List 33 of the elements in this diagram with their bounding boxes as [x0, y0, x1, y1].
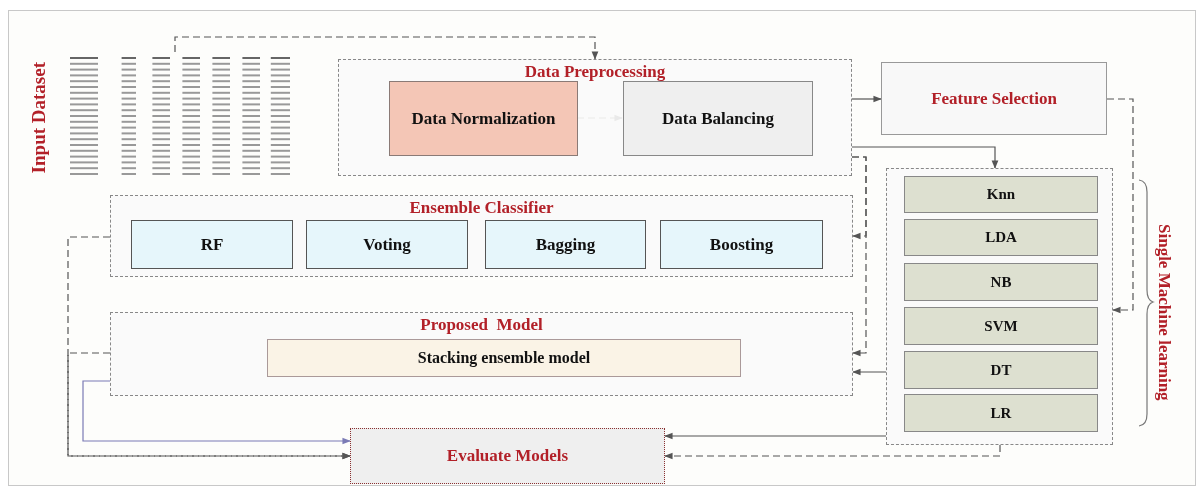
arrow — [664, 432, 887, 440]
classifier-box: LR — [904, 394, 1098, 432]
section-title: Input Dataset — [28, 62, 50, 174]
classifier-box: Boosting — [660, 220, 823, 269]
group-title: Proposed Model — [420, 315, 543, 335]
arrow — [851, 146, 999, 169]
classifier-box: RF — [131, 220, 293, 269]
classifier-box: SVM — [904, 307, 1098, 345]
classifier-box: Voting — [306, 220, 468, 269]
group-title: Data Preprocessing — [524, 62, 666, 82]
group-panel — [110, 312, 853, 396]
arrow — [174, 36, 599, 60]
arrow — [1106, 98, 1134, 314]
process-box: Data Normalization — [389, 81, 578, 156]
arrow — [851, 95, 882, 103]
classifier-box: LDA — [904, 219, 1098, 256]
process-box: Evaluate Models — [350, 428, 665, 484]
arrow — [851, 156, 867, 357]
classifier-box: DT — [904, 351, 1098, 389]
group-panel — [338, 59, 852, 176]
classifier-box: Knn — [904, 176, 1098, 213]
process-box: Data Balancing — [623, 81, 813, 156]
arrow — [664, 444, 1001, 460]
process-box: Feature Selection — [881, 62, 1107, 135]
model-box: Stacking ensemble model — [267, 339, 741, 377]
group-panel — [110, 195, 853, 277]
classifier-box: NB — [904, 263, 1098, 301]
arrow — [67, 352, 351, 460]
classifier-box: Bagging — [485, 220, 646, 269]
group-title: Single Machine learning — [1154, 224, 1174, 401]
arrow — [82, 380, 351, 445]
arrow — [852, 368, 887, 376]
group-title: Ensemble Classifier — [409, 198, 554, 218]
